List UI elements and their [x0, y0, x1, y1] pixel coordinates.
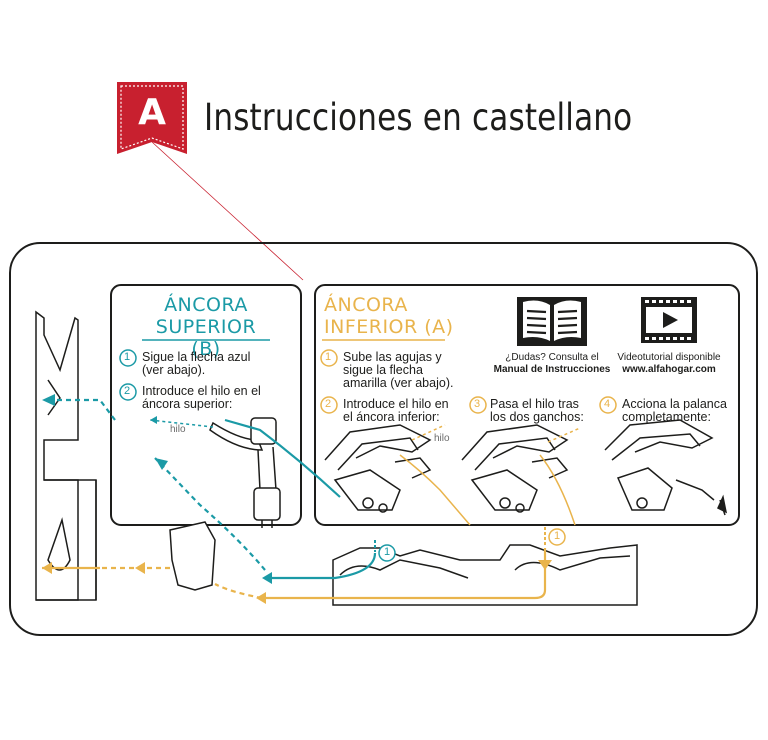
yellow-arrowhead-2: [256, 592, 266, 604]
video-icon: [641, 297, 697, 343]
panel-b-step1-line2: (ver abajo).: [142, 363, 206, 377]
panel-a-step1-num: 1: [325, 351, 332, 363]
panel-a-threads: [399, 424, 581, 526]
panel-b-step2-line1: Introduce el hilo en el: [142, 384, 261, 398]
panel-b-step1-num: 1: [124, 351, 131, 363]
teal-arrowhead-1: [155, 458, 168, 470]
leader-line: [151, 141, 304, 281]
panel-a-step1-line1: Sube las agujas y: [343, 350, 442, 364]
panel-b-heading-line2: SUPERIOR (B): [155, 316, 257, 360]
yellow-arrowhead-1: [538, 560, 552, 570]
step-circles-a: [320, 349, 617, 414]
video-caption-line1: Videotutorial disponible: [617, 352, 721, 363]
panel-a-step3-line2: los dos ganchos:: [490, 410, 584, 424]
panel-b-step2-line2: áncora superior:: [142, 397, 233, 411]
page-title: Instrucciones en castellano: [204, 96, 633, 139]
panel-a-thread-label: hilo: [434, 433, 450, 444]
video-caption-url[interactable]: www.alfahogar.com: [622, 364, 716, 375]
marker-yellow-circle: [548, 528, 566, 546]
step-circles-b: [119, 349, 137, 401]
marker-blue-circle: [378, 544, 396, 562]
panel-a-step2-line2: el áncora inferior:: [343, 410, 440, 424]
book-icon: [517, 297, 587, 346]
panel-a-step2-line1: Introduce el hilo en: [343, 397, 449, 411]
panel-a-heading-line2: INFERIOR (A): [324, 316, 454, 338]
panel-b-heading-line1: ÁNCORA: [164, 294, 248, 316]
panel-a-frame: [314, 284, 740, 526]
panel-a-looper-sketch-3: [604, 419, 728, 516]
logo-badge: [117, 82, 187, 154]
marker-yellow-num: 1: [553, 530, 561, 542]
panel-a-step4-line1: Acciona la palanca: [622, 397, 727, 411]
manual-caption-line1: ¿Dudas? Consulta el: [505, 352, 599, 363]
panel-a-heading-line1: ÁNCORA: [324, 294, 408, 316]
panel-b-thread-label: hilo: [170, 424, 186, 435]
panel-a-step4-line2: completamente:: [622, 410, 711, 424]
panel-a-step1-line2: sigue la flecha: [343, 363, 423, 377]
teal-arrowhead-2: [42, 394, 55, 406]
yellow-path: [42, 548, 547, 600]
panel-b-step2-num: 2: [124, 385, 131, 397]
teal-path: [55, 398, 377, 580]
yellow-arrowhead-4: [135, 562, 145, 574]
left-machine-profile: [35, 310, 97, 601]
panel-a-looper-sketch-2: [461, 424, 569, 513]
panel-a-step2-num: 2: [325, 398, 332, 410]
panel-b-step1-line1: Sigue la flecha azul: [142, 350, 251, 364]
yellow-arrowhead-3: [42, 562, 52, 574]
panel-a-step3-line1: Pasa el hilo tras: [490, 397, 579, 411]
logo-letter: A: [138, 92, 166, 133]
teal-arrowhead-3: [262, 572, 272, 584]
panel-b-thread: [149, 419, 214, 428]
manual-caption-line2[interactable]: Manual de Instrucciones: [493, 364, 611, 375]
panel-a-step3-num: 3: [474, 398, 481, 410]
panel-b-upper-looper: [209, 417, 281, 528]
marker-blue-num: 1: [383, 546, 391, 558]
panel-a-looper-sketch-1: [324, 424, 432, 513]
presser-foot: [169, 521, 216, 591]
panel-a-step1-line3: amarilla (ver abajo).: [343, 376, 454, 390]
panel-a-step4-num: 4: [604, 398, 611, 410]
outer-frame: [9, 242, 758, 636]
